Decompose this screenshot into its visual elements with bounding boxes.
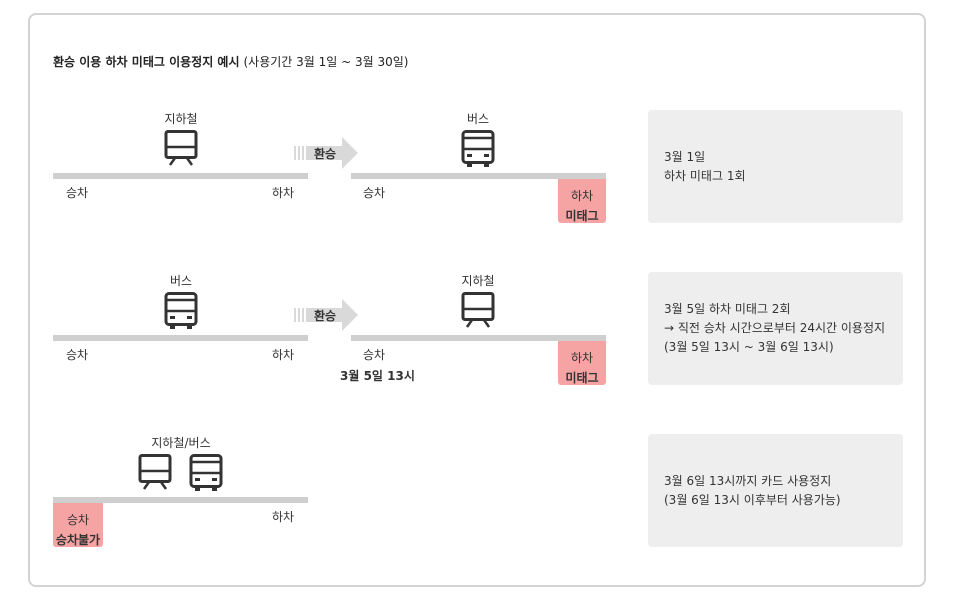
row3-board-tag: 승차불가 xyxy=(55,533,101,547)
bus-icon xyxy=(189,454,223,491)
row1-leg1-track xyxy=(53,173,308,179)
transfer-arrow-icon xyxy=(294,137,358,169)
example-frame xyxy=(28,13,926,587)
row2-leg1-track xyxy=(53,335,308,341)
row3-boarding-blocked-badge: 승차 승차불가 xyxy=(53,503,103,547)
row2-board-time: 3월 5일 13시 xyxy=(340,369,415,383)
row2-info-line: 3월 5일 하차 미태그 2회 xyxy=(664,302,791,316)
row3-info-line: 3월 6일 13시까지 카드 사용정지 xyxy=(664,473,832,488)
subway-icon xyxy=(461,292,495,328)
row1-leg2-tag: 미태그 xyxy=(565,209,599,223)
row3-leg1-alight: 하차 xyxy=(272,510,295,524)
transfer-arrow-icon xyxy=(294,299,358,331)
row2-leg2-alight: 하차 xyxy=(570,351,594,365)
row1-leg2-mode: 버스 xyxy=(466,112,490,126)
row2-info-line: (3월 5일 13시 ~ 3월 6일 13시) xyxy=(664,340,834,354)
row1-leg1-mode: 지하철 xyxy=(164,112,198,126)
row3-info-box: 3월 6일 13시까지 카드 사용정지 (3월 6일 13시 이후부터 사용가능… xyxy=(648,434,903,547)
row1-leg1-alight: 하차 xyxy=(272,186,295,200)
row2-leg2-mode: 지하철 xyxy=(461,274,495,288)
row1-missed-tag-badge: 하차 미태그 xyxy=(558,179,606,223)
row2-leg1-alight: 하차 xyxy=(272,348,295,362)
row2-transfer-arrow: 환승 xyxy=(294,299,364,331)
subway-icon xyxy=(138,454,172,490)
row1-leg2-alight: 하차 xyxy=(570,189,594,203)
row1-leg2-board: 승차 xyxy=(363,186,386,200)
row1-leg2-track xyxy=(351,173,606,179)
row2-leg2-tag: 미태그 xyxy=(565,371,599,385)
row3-leg1-track xyxy=(53,497,308,503)
bus-icon xyxy=(164,292,198,329)
bus-icon xyxy=(461,130,495,167)
row3-leg1-board: 승차 xyxy=(66,513,90,527)
row2-leg2-track xyxy=(351,335,606,341)
row1-info-line: 3월 1일 xyxy=(664,149,706,164)
row1-transfer-arrow: 환승 xyxy=(294,137,364,169)
row2-missed-tag-badge: 하차 미태그 xyxy=(558,341,606,385)
row3-info-line: (3월 6일 13시 이후부터 사용가능) xyxy=(664,492,841,507)
row2-info-line: → 직전 승차 시간으로부터 24시간 이용정지 xyxy=(664,321,886,335)
row1-leg1-board: 승차 xyxy=(66,186,89,200)
row2-info-box: 3월 5일 하차 미태그 2회 → 직전 승차 시간으로부터 24시간 이용정지… xyxy=(648,272,903,385)
row2-leg1-mode: 버스 xyxy=(169,274,193,288)
row2-transfer-label: 환승 xyxy=(314,309,337,323)
row3-leg1-mode: 지하철/버스 xyxy=(151,436,211,450)
subway-icon xyxy=(164,130,198,166)
page-title: 환승 이용 하차 미태그 이용정지 예시(사용기간 3월 1일 ~ 3월 30일… xyxy=(53,53,409,70)
row2-leg1-board: 승차 xyxy=(66,348,89,362)
title-main: 환승 이용 하차 미태그 이용정지 예시 xyxy=(53,55,240,69)
row2-leg2-board: 승차 xyxy=(363,348,386,362)
row1-transfer-label: 환승 xyxy=(314,147,337,161)
row1-info-line: 하차 미태그 1회 xyxy=(664,168,746,183)
row1-info-box: 3월 1일 하차 미태그 1회 xyxy=(648,110,903,223)
title-range: (사용기간 3월 1일 ~ 3월 30일) xyxy=(243,55,409,69)
